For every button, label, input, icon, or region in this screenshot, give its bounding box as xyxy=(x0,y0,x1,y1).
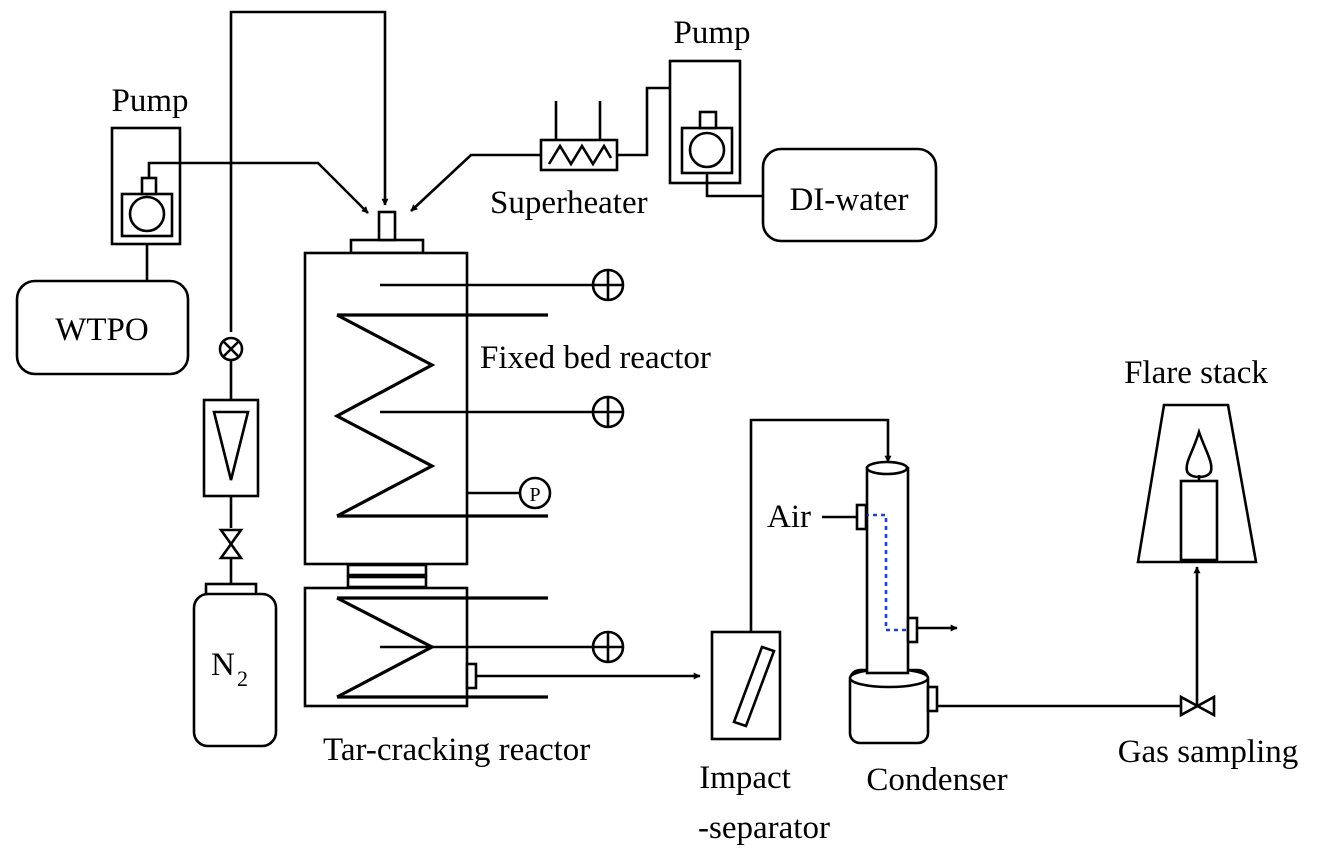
tar-cracking-label: Tar-cracking reactor xyxy=(323,732,590,768)
air-label: Air xyxy=(767,499,811,535)
flowmeter xyxy=(202,398,260,498)
impact-separator-label-line1: Impact xyxy=(699,760,791,796)
nitrogen-label: N xyxy=(211,647,235,683)
pressure-gauge-label: P xyxy=(529,484,540,506)
separator-to-condenser-line xyxy=(749,418,892,632)
steam-feed-line xyxy=(410,153,541,212)
superheater xyxy=(539,101,619,172)
di-water-line xyxy=(705,173,763,198)
thermocouple-icon xyxy=(591,630,625,664)
condenser xyxy=(848,460,939,745)
fixed-bed-label: Fixed bed reactor xyxy=(480,340,711,376)
nitrogen-cylinder xyxy=(192,582,278,748)
gas-sampling-label: Gas sampling xyxy=(1118,734,1299,770)
right-pump xyxy=(668,59,742,185)
tar-cracking-reactor xyxy=(303,586,592,708)
thermocouple-icon xyxy=(591,395,625,429)
fixed-bed-reactor xyxy=(303,210,592,566)
impact-separator xyxy=(710,630,782,741)
impact-separator-label-line2: -separator xyxy=(698,810,830,846)
wtpo-tank xyxy=(15,279,190,376)
right-pump-label: Pump xyxy=(673,15,750,51)
thermocouple-icon xyxy=(591,268,625,302)
pressure-gauge-icon xyxy=(518,476,552,510)
left-pump xyxy=(110,126,182,246)
nitrogen-check-valve-icon xyxy=(218,528,244,560)
flare-stack-label: Flare stack xyxy=(1124,355,1268,391)
left-pump-label: Pump xyxy=(111,83,188,119)
gas-sampling-valve-icon xyxy=(1179,694,1216,718)
wtpo-feed-line xyxy=(147,161,369,214)
di-water-label: DI-water xyxy=(789,182,908,218)
wtpo-label: WTPO xyxy=(55,312,149,348)
reactor-coupling xyxy=(346,563,428,589)
condenser-label: Condenser xyxy=(866,762,1007,798)
superheater-label: Superheater xyxy=(490,185,648,221)
nitrogen-valve-icon xyxy=(218,336,244,362)
nitrogen-feed-line xyxy=(229,10,389,332)
flame-icon xyxy=(1185,427,1213,481)
nitrogen-subscript: 2 xyxy=(237,666,248,691)
flare-stack xyxy=(1136,403,1258,564)
